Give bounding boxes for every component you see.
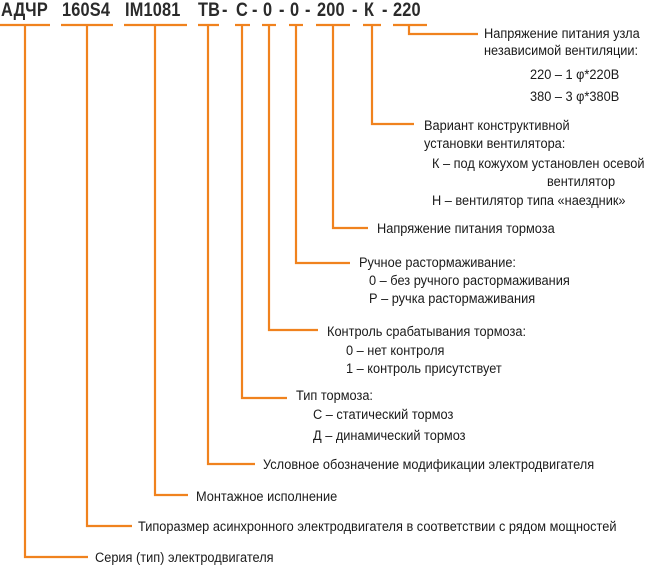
label-fan-voltage-option: 220 – 1 φ*220В xyxy=(530,67,620,83)
code-manual-release: 0 xyxy=(290,0,300,21)
label-fan-mount-title: Вариант конструктивной xyxy=(424,118,570,134)
leader-series xyxy=(23,25,88,559)
leader-brake-voltage xyxy=(331,25,368,230)
label-fan-mount-option: К – под кожухом установлен осевой xyxy=(432,156,645,172)
code-dash: - xyxy=(222,0,228,21)
label-brake-mod: Условное обозначение модификации электро… xyxy=(263,457,595,473)
label-fan-voltage-title-cont: независимой вентиляции: xyxy=(484,43,639,59)
label-brake-control-option: 0 – нет контроля xyxy=(346,343,445,359)
code-fan-mount: К xyxy=(364,0,375,21)
label-frame: Типоразмер асинхронного электродвигателя… xyxy=(138,519,617,535)
label-fan-mount-title-cont: установки вентилятора: xyxy=(424,136,566,152)
leader-brake-type xyxy=(240,25,287,400)
code-dash: - xyxy=(352,0,358,21)
code-brake-mod: ТВ xyxy=(198,0,221,21)
label-manual-release-option: 0 – без ручного растормаживания xyxy=(369,273,570,289)
code-brake-type: С xyxy=(236,0,248,21)
leader-brake-control xyxy=(267,25,318,332)
label-manual-release-option: Р – ручка растормаживания xyxy=(369,291,536,307)
label-brake-control-option: 1 – контроль присутствует xyxy=(346,361,502,377)
leader-brake-mod xyxy=(206,25,255,466)
label-fan-mount-option-cont: вентилятор xyxy=(547,174,616,190)
code-brake-control: 0 xyxy=(263,0,273,21)
code-frame: 160S4 xyxy=(62,0,111,21)
label-manual-release-title: Ручное растормаживание: xyxy=(359,255,516,271)
leader-frame xyxy=(85,25,132,528)
code-dash: - xyxy=(305,0,311,21)
label-series: Серия (тип) электродвигателя xyxy=(95,550,274,566)
leader-fan-mount xyxy=(370,25,414,126)
code-fan-voltage: 220 xyxy=(393,0,421,21)
code-mount: IM1081 xyxy=(125,0,181,21)
label-fan-voltage-title: Напряжение питания узла xyxy=(484,26,640,42)
label-mount: Монтажное исполнение xyxy=(196,489,338,505)
label-brake-type-option: Д – динамический тормоз xyxy=(313,428,466,444)
code-dash: - xyxy=(382,0,388,21)
leader-fan-voltage xyxy=(407,25,478,36)
code-brake-voltage: 200 xyxy=(317,0,345,21)
leader-manual-release xyxy=(294,25,350,265)
code-dash: - xyxy=(279,0,285,21)
label-brake-type-title: Тип тормоза: xyxy=(296,388,373,404)
label-fan-mount-option: Н – вентилятор типа «наездник» xyxy=(432,193,626,209)
code-dash: - xyxy=(252,0,258,21)
label-fan-voltage-option: 380 – 3 φ*380В xyxy=(530,89,620,105)
label-brake-voltage: Напряжение питания тормоза xyxy=(377,221,555,237)
leader-mount xyxy=(153,25,188,497)
label-brake-control-title: Контроль срабатывания тормоза: xyxy=(327,324,527,340)
code-series: АДЧР xyxy=(1,0,48,21)
label-brake-type-option: С – статический тормоз xyxy=(313,407,454,423)
